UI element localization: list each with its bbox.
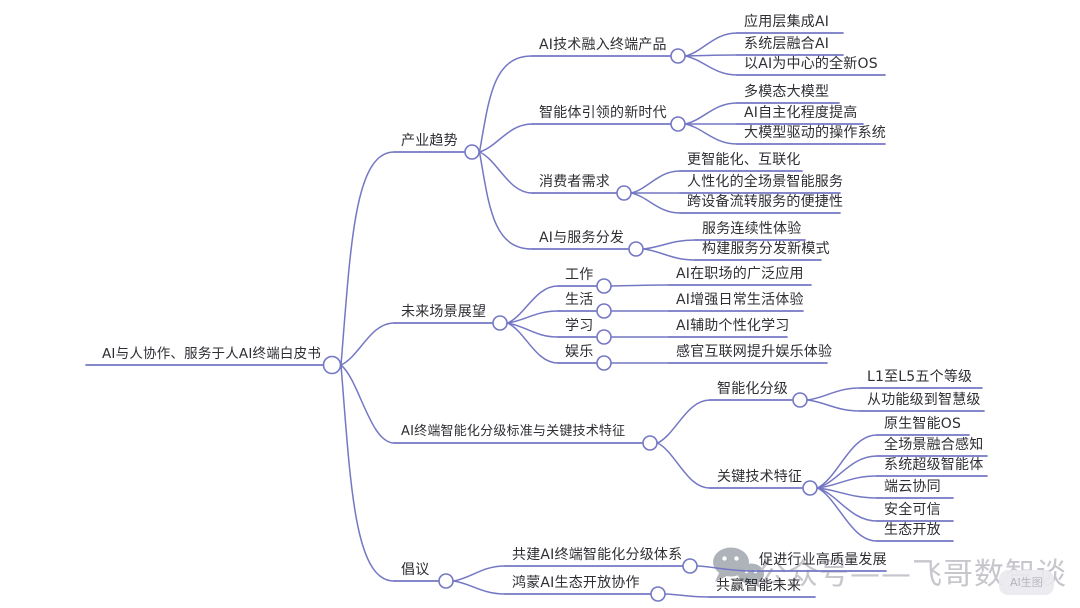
branch-connector (340, 364, 395, 444)
node-label[interactable]: 鸿蒙AI生态开放协作 (512, 575, 640, 591)
node-label[interactable]: AI与服务分发 (539, 230, 625, 246)
root-node-label[interactable]: AI与人协作、服务于人AI终端白皮书 (102, 346, 322, 362)
branch-connector (506, 322, 559, 364)
branch-connector (610, 284, 670, 287)
branch-connector (816, 487, 878, 499)
node-label[interactable]: AI技术融入终端产品 (539, 37, 667, 53)
branch-connector (806, 387, 861, 401)
branch-connector (630, 192, 681, 214)
branch-connector (696, 565, 753, 572)
branch-connector (478, 151, 533, 194)
node-label[interactable]: 智能化分级 (717, 381, 788, 397)
leaf-node-label[interactable]: 服务连续性体验 (702, 221, 802, 237)
branch-connector (684, 55, 738, 76)
branch-connector (816, 434, 878, 489)
leaf-node-label[interactable]: 促进行业高质量发展 (759, 552, 887, 568)
node-label[interactable]: 共建AI终端智能化分级体系 (512, 547, 683, 563)
branch-connector (452, 565, 506, 582)
branch-connector (684, 123, 738, 145)
leaf-node-label[interactable]: 系统层融合AI (744, 36, 830, 52)
branch-node-label[interactable]: 产业趋势 (401, 133, 458, 149)
leaf-node-label[interactable]: 跨设备流转服务的便捷性 (687, 194, 844, 210)
branch-node-label[interactable]: 未来场景展望 (401, 304, 487, 320)
leaf-node-label[interactable]: 从功能级到智慧级 (867, 392, 981, 408)
node-label[interactable]: 工作 (565, 267, 594, 283)
leaf-node-label[interactable]: 共赢智能未来 (716, 578, 802, 594)
leaf-node-label[interactable]: AI自主化程度提高 (744, 105, 858, 121)
branch-connector (816, 487, 878, 522)
node-label[interactable]: 学习 (565, 318, 594, 334)
branch-connector (478, 151, 533, 250)
branch-node-label[interactable]: 倡议 (401, 562, 430, 578)
branch-connector (816, 455, 878, 489)
branch-connector (630, 170, 681, 194)
leaf-node-label[interactable]: AI辅助个性化学习 (676, 318, 790, 334)
branch-connector (506, 310, 559, 324)
leaf-node-label[interactable]: 全场景融合感知 (884, 437, 984, 453)
leaf-node-label[interactable]: 构建服务分发新模式 (702, 241, 830, 257)
branch-connector (642, 248, 696, 261)
branch-connector (684, 32, 738, 57)
leaf-node-label[interactable]: 以AI为中心的全新OS (744, 56, 878, 72)
ai-generated-badge: AI生图 (999, 570, 1054, 595)
leaf-node-label[interactable]: 大模型驱动的操作系统 (744, 125, 886, 141)
leaf-node-label[interactable]: 系统超级智能体 (884, 457, 984, 473)
branch-connector (664, 593, 710, 598)
branch-connector (340, 151, 395, 366)
leaf-node-label[interactable]: L1至L5五个等级 (867, 369, 973, 385)
branch-connector (816, 487, 878, 542)
branch-connector (478, 123, 533, 153)
leaf-node-label[interactable]: 感官互联网提升娱乐体验 (676, 344, 833, 360)
leaf-node-label[interactable]: 生态开放 (884, 522, 941, 538)
node-label[interactable]: 关键技术特征 (717, 469, 803, 485)
branch-connector (684, 54, 738, 57)
branch-connector (340, 364, 395, 582)
branch-connector (806, 399, 861, 412)
leaf-node-label[interactable]: 应用层集成AI (744, 14, 830, 30)
node-label[interactable]: 娱乐 (565, 344, 594, 360)
branch-connector (506, 322, 559, 338)
branch-connector (478, 55, 533, 153)
leaf-node-label[interactable]: 更智能化、互联化 (687, 152, 801, 168)
branch-node-label[interactable]: AI终端智能化分级标准与关键技术特征 (401, 424, 626, 439)
branch-connector (656, 442, 711, 489)
leaf-node-label[interactable]: AI在职场的广泛应用 (676, 266, 804, 282)
branch-connector (506, 285, 559, 324)
node-label[interactable]: 智能体引领的新时代 (539, 105, 667, 121)
node-label[interactable]: 生活 (565, 292, 594, 308)
branch-connector (642, 239, 696, 250)
branch-connector (340, 322, 395, 366)
branch-connector (684, 102, 738, 125)
leaf-node-label[interactable]: 多模态大模型 (744, 84, 830, 100)
leaf-node-label[interactable]: AI增强日常生活体验 (676, 292, 804, 308)
leaf-node-label[interactable]: 端云协同 (884, 479, 941, 495)
branch-connector (452, 580, 506, 595)
branch-connector (816, 475, 878, 489)
leaf-node-label[interactable]: 安全可信 (884, 502, 941, 518)
node-label[interactable]: 消费者需求 (539, 174, 610, 190)
leaf-node-label[interactable]: 人性化的全场景智能服务 (687, 174, 844, 190)
branch-connector (656, 399, 711, 444)
leaf-node-label[interactable]: 原生智能OS (884, 416, 962, 432)
